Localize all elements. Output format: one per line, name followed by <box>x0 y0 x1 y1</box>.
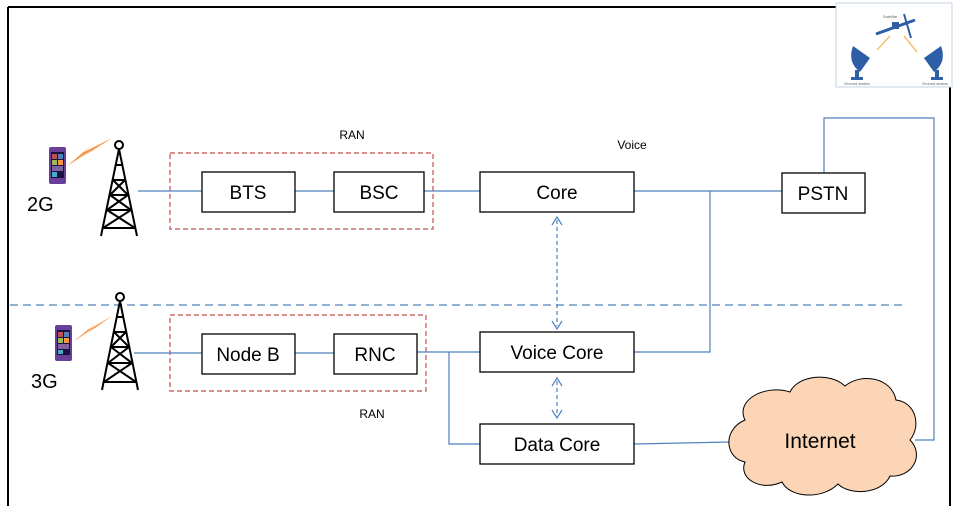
voice-label: Voice <box>617 138 647 152</box>
mobile-phone-icon <box>55 325 72 361</box>
link-voicecore-pstn <box>634 191 711 353</box>
bts-label: BTS <box>230 183 267 204</box>
mobile-phone-icon <box>49 147 66 184</box>
core-label: Core <box>536 183 577 204</box>
ran-bottom-label: RAN <box>359 407 384 421</box>
core-box[interactable] <box>479 171 635 213</box>
node-b-label: Node B <box>216 345 279 366</box>
cell-tower-icon <box>101 292 139 391</box>
cloud-icon[interactable] <box>728 376 917 496</box>
link-datacore-internet <box>633 441 731 445</box>
data-core-label: Data Core <box>514 435 601 456</box>
pstn-box[interactable] <box>781 172 866 214</box>
cell-tower-icon <box>100 140 138 237</box>
signal-bolt-icon <box>73 316 112 342</box>
bsc-label: BSC <box>359 183 398 204</box>
voice-core-label: Voice Core <box>511 343 604 364</box>
signal-bolt-icon <box>67 138 112 166</box>
internet-label: Internet <box>784 430 855 453</box>
bsc-box[interactable] <box>333 171 425 213</box>
gen-2g-label: 2G <box>27 194 54 216</box>
satellite-panel: Satellite Ground station Ground station <box>835 2 953 88</box>
ground-station-left-label: Ground station <box>844 81 870 86</box>
rnc-label: RNC <box>354 345 395 366</box>
link-pstn-satellite <box>823 117 935 441</box>
voice-core-box[interactable] <box>479 331 635 373</box>
core-signaling-arrows <box>551 215 563 420</box>
node-b-box[interactable] <box>201 333 296 375</box>
bts-box[interactable] <box>201 171 296 213</box>
ground-station-right-label: Ground station <box>922 81 948 86</box>
satellite-dish-icon <box>924 46 943 80</box>
satellite-dish-icon <box>851 46 870 80</box>
connection-lines <box>134 117 935 445</box>
pstn-label: PSTN <box>798 184 849 205</box>
data-core-box[interactable] <box>479 423 635 465</box>
rnc-box[interactable] <box>333 333 418 375</box>
link-rnc-datacore <box>448 352 480 445</box>
ran-top-label: RAN <box>339 128 364 142</box>
satellite-icon <box>875 13 916 39</box>
gen-3g-label: 3G <box>31 371 58 393</box>
satellite-label: Satellite <box>883 14 898 19</box>
